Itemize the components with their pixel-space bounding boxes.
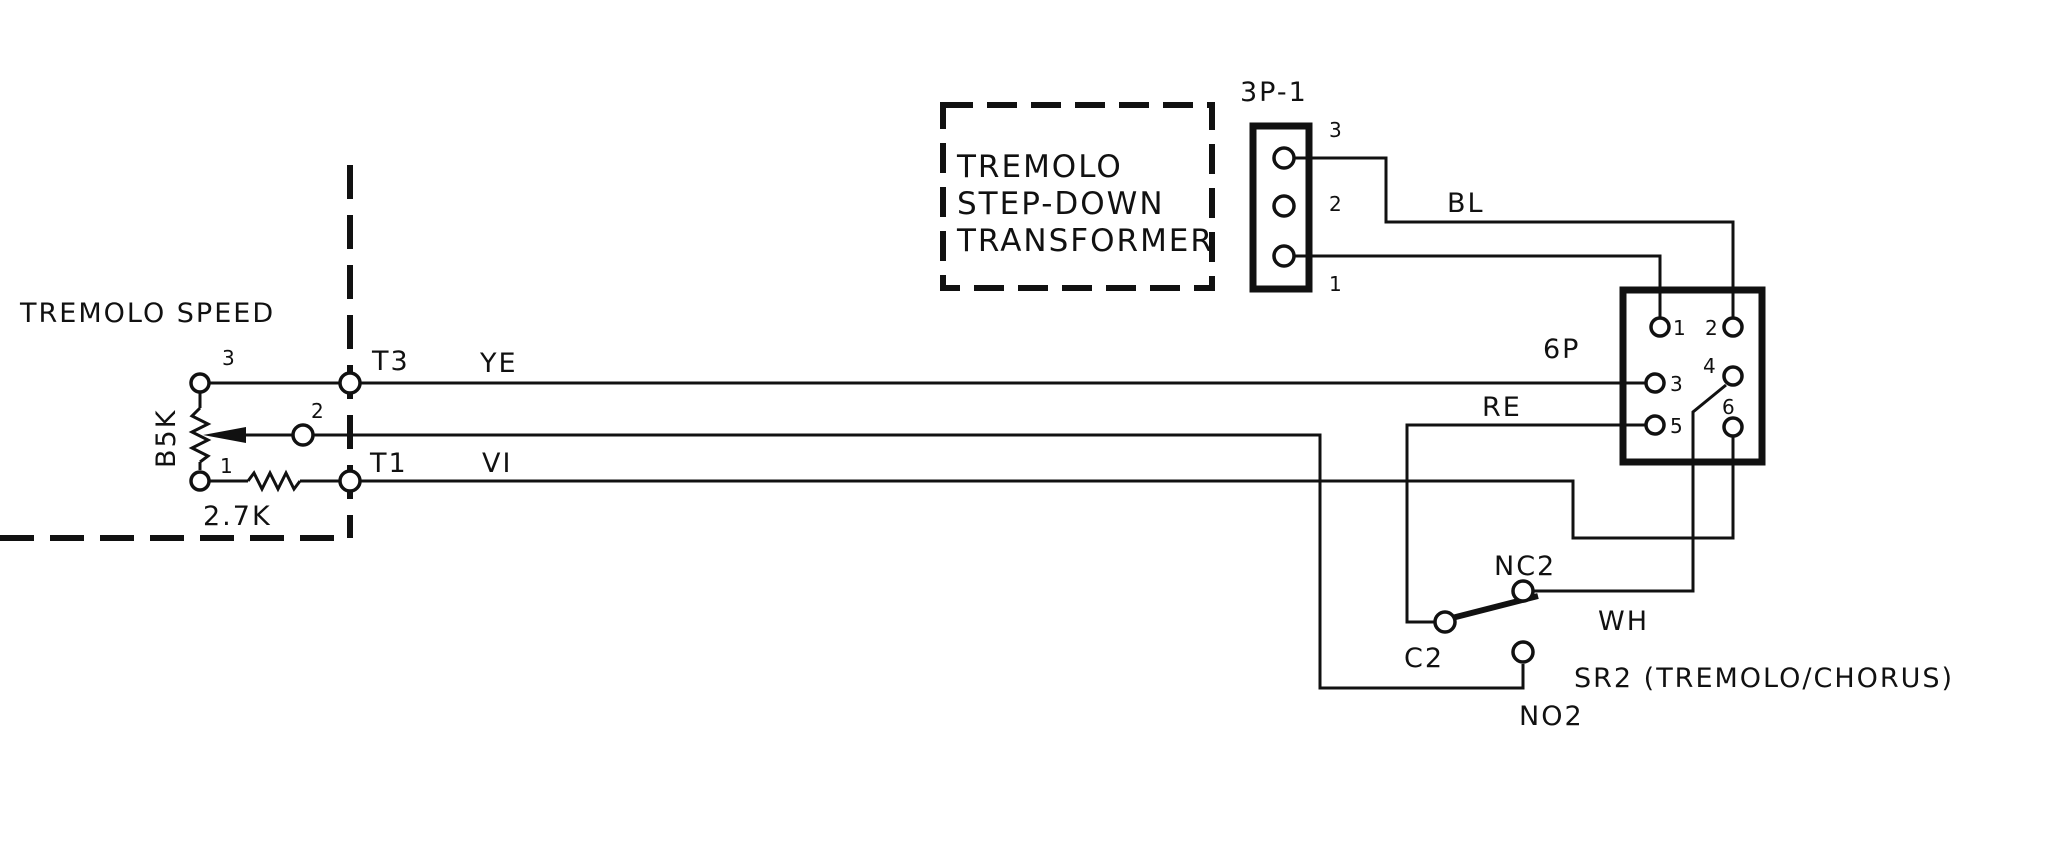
- connector-3p-1: 3P-1 3 2 1: [1240, 77, 1344, 296]
- wire-3p1-to-6p1: [1293, 254, 1662, 318]
- terminal-t3-label: T3: [371, 346, 410, 377]
- connector-6p-label: 6P: [1543, 334, 1580, 365]
- 3p-pin-2-label: 2: [1329, 192, 1344, 216]
- pot-pin-1-terminal: [189, 470, 211, 492]
- pot-pin-3-terminal: [189, 372, 211, 394]
- switch-no2-terminal: [1511, 640, 1535, 664]
- 6p-pin-1-label: 1: [1673, 316, 1688, 340]
- pot-wiper-arrow: [203, 427, 246, 443]
- tremolo-step-down-transformer: TREMOLO STEP-DOWN TRANSFORMER: [940, 102, 1215, 291]
- switch-sr2: NC2 C2 NO2 SR2 (TREMOLO/CHORUS): [1404, 551, 1954, 732]
- 3p-pin-2-terminal: [1272, 194, 1296, 218]
- pot-pin-3-label: 3: [222, 346, 237, 370]
- potentiometer-symbol: [188, 406, 212, 464]
- 3p-pin-1-terminal: [1272, 244, 1296, 268]
- panel-terminals: T3 T1: [338, 346, 410, 493]
- 6p-pin-2-terminal: [1722, 316, 1744, 338]
- wire-vi-label: VI: [482, 448, 512, 479]
- terminal-t1: [338, 469, 362, 493]
- 6p-pin-6-terminal: [1722, 416, 1744, 438]
- wire-wh: [1532, 383, 1727, 593]
- 6p-pin-5-terminal: [1644, 414, 1666, 436]
- switch-nc2-terminal: [1511, 579, 1535, 603]
- connector-6p: 6P 1 2 3 4 5 6: [1543, 286, 1766, 466]
- 6p-pin-1-terminal: [1649, 316, 1671, 338]
- terminal-t1-label: T1: [369, 448, 408, 479]
- wire-wh-label: WH: [1598, 606, 1649, 637]
- transformer-line-3: TRANSFORMER: [956, 223, 1214, 259]
- transformer-line-2: STEP-DOWN: [957, 186, 1165, 222]
- tremolo-speed-control: TREMOLO SPEED 3 2 1 B5K 2.7K: [19, 298, 341, 532]
- resistor-value-label: 2.7K: [203, 501, 272, 532]
- wire-wiper-to-no2: [313, 433, 1525, 690]
- 3p-pin-3-terminal: [1272, 146, 1296, 170]
- switch-c2-label: C2: [1404, 643, 1444, 674]
- wire-bl: [1293, 156, 1735, 318]
- wire-vi: [360, 436, 1735, 540]
- 3p-pin-1-label: 1: [1329, 272, 1344, 296]
- switch-name-label: SR2 (TREMOLO/CHORUS): [1574, 663, 1954, 694]
- switch-no2-label: NO2: [1519, 701, 1584, 732]
- wire-re: [1405, 423, 1646, 624]
- 6p-pin-3-label: 3: [1670, 372, 1685, 396]
- wire-ye-label: YE: [479, 348, 518, 379]
- 6p-pin-6-label: 6: [1722, 395, 1737, 419]
- pot-pin-1-label: 1: [220, 454, 235, 478]
- 6p-pin-2-label: 2: [1705, 316, 1720, 340]
- terminal-t3: [338, 371, 362, 395]
- 3p-pin-3-label: 3: [1329, 118, 1344, 142]
- pot-pin-2-terminal: [291, 423, 315, 447]
- 6p-pin-3-terminal: [1644, 372, 1666, 394]
- tremolo-speed-label: TREMOLO SPEED: [19, 298, 275, 329]
- connector-3p-1-label: 3P-1: [1240, 77, 1308, 108]
- 6p-pin-5-label: 5: [1670, 414, 1685, 438]
- resistor-symbol: [246, 469, 302, 493]
- wiring: YE VI BL RE WH: [313, 156, 1735, 690]
- wire-bl-label: BL: [1447, 188, 1485, 219]
- pot-value-label: B5K: [151, 409, 182, 468]
- switch-nc2-label: NC2: [1494, 551, 1556, 582]
- switch-c2-terminal: [1433, 610, 1457, 634]
- 6p-pin-4-terminal: [1722, 365, 1744, 387]
- wire-re-label: RE: [1482, 392, 1522, 423]
- pot-pin-2-label: 2: [311, 399, 326, 423]
- 6p-pin-4-label: 4: [1703, 354, 1718, 378]
- transformer-line-1: TREMOLO: [956, 149, 1123, 185]
